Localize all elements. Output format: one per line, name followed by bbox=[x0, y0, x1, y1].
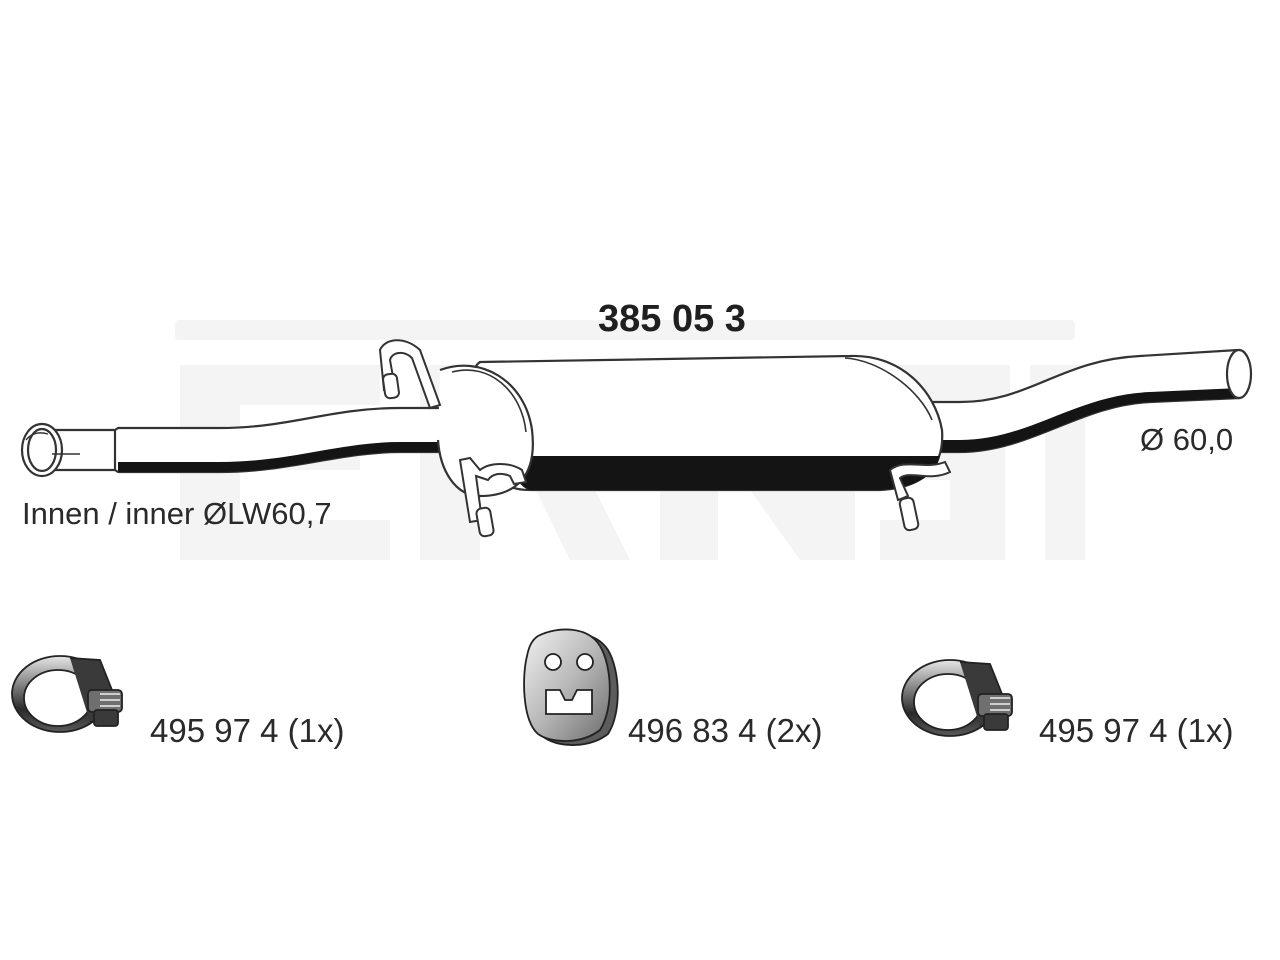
muffler-body bbox=[436, 354, 944, 498]
hanger-rod-rear bbox=[888, 460, 952, 532]
hanger-rod-front-top bbox=[378, 339, 442, 410]
inner-diameter-label: Innen / inner ØLW60,7 bbox=[22, 496, 332, 531]
hanger-rod-front-bottom bbox=[458, 456, 528, 538]
accessory-label-clamp-right: 495 97 4 (1x) bbox=[1039, 712, 1234, 749]
rubber-hanger-icon bbox=[523, 628, 619, 746]
pipe-clamp-icon bbox=[901, 659, 1013, 737]
outer-diameter-label: Ø 60,0 bbox=[1140, 422, 1234, 457]
outlet-pipe bbox=[928, 348, 1253, 454]
part-number: 385 05 3 bbox=[598, 298, 746, 340]
accessory-label-clamp-left: 495 97 4 (1x) bbox=[150, 712, 345, 749]
pipe-clamp-icon bbox=[11, 655, 123, 733]
accessory-label-hanger: 496 83 4 (2x) bbox=[628, 712, 823, 749]
